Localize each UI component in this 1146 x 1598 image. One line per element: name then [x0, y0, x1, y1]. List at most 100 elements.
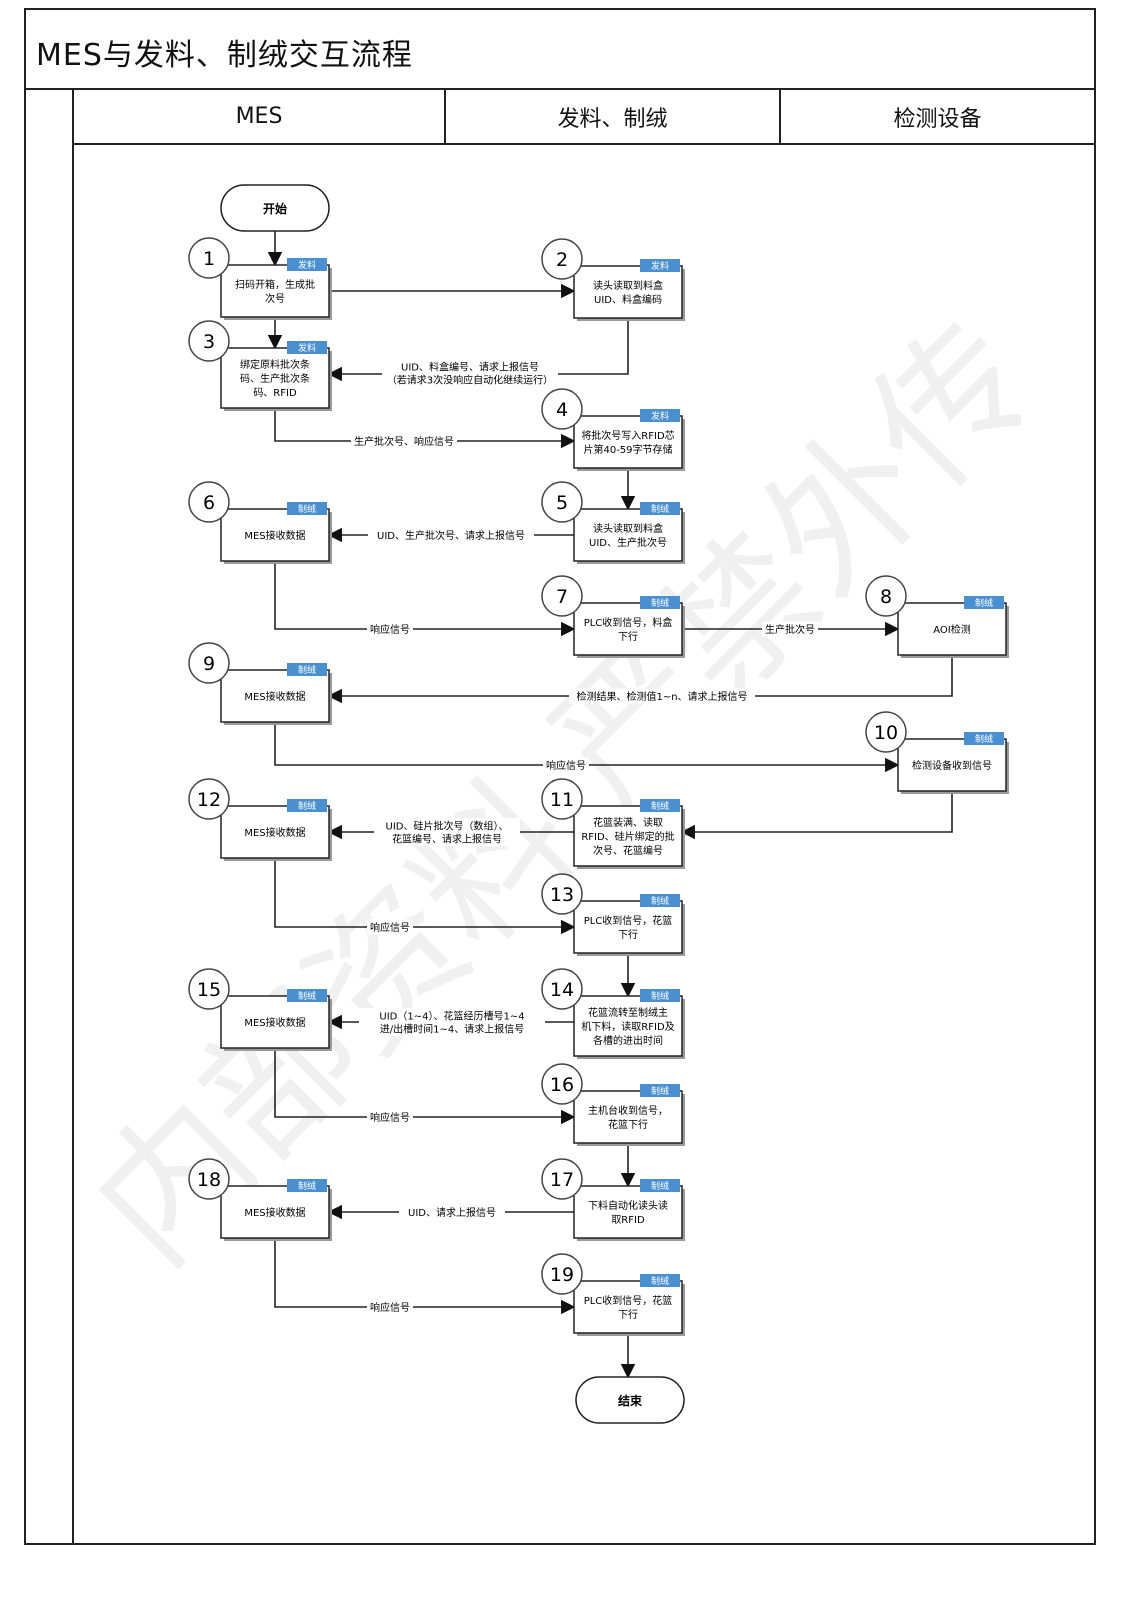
connector-text: 响应信号: [370, 623, 410, 636]
connector-label-c11to12: UID、硅片批次号（数组）、花篮编号、请求上报信号: [374, 818, 520, 846]
arrow-18-19: [274, 1238, 576, 1315]
connector-text: （若请求3次没响应自动化继续运行）: [387, 374, 553, 387]
step-text: 将批次号写入RFID芯: [581, 429, 674, 442]
step-tag-label: 发料: [651, 410, 669, 422]
connector-text: 进/出槽时间1~4、请求上报信号: [380, 1023, 524, 1036]
connector-label-c8to9: 检测结果、检测值1~n、请求上报信号: [569, 688, 755, 704]
connector-text: 响应信号: [370, 1111, 410, 1124]
step-text: 次号、花篮编号: [593, 844, 663, 857]
step-text: PLC收到信号，花篮: [584, 1294, 673, 1307]
step-tag-label: 制绒: [975, 733, 993, 745]
step-number-circle: [541, 1063, 583, 1105]
step-text: 各槽的进出时间: [593, 1034, 663, 1047]
step-number: 14: [550, 979, 574, 1001]
step-tag-badge: [640, 596, 680, 609]
connector-text: 响应信号: [546, 759, 586, 772]
step-number: 1: [203, 248, 215, 270]
step-text: 下行: [618, 928, 638, 941]
step-tag-label: 发料: [298, 259, 316, 271]
step-number-circle: [541, 388, 583, 430]
step-tag-label: 制绒: [298, 1180, 316, 1192]
step-number: 5: [556, 492, 568, 514]
connector-label-c18to19: 响应信号: [367, 1299, 413, 1315]
step-number-circle: [541, 575, 583, 617]
step-number-circle: [541, 481, 583, 523]
step-text: MES接收数据: [244, 690, 305, 703]
arrow-15-16: [274, 1048, 576, 1125]
step-tag-label: 制绒: [651, 990, 669, 1002]
step-text: 花篮流转至制绒主: [588, 1006, 668, 1019]
step-text: 花篮下行: [608, 1118, 648, 1131]
step-text: AOI检测: [933, 623, 971, 636]
arrow-10-11: [680, 791, 953, 840]
step-number-circle: [188, 778, 230, 820]
step-tag-badge: [640, 1274, 680, 1287]
step-tag-badge: [287, 258, 327, 271]
step-number-circle: [541, 968, 583, 1010]
page-title: MES与发料、制绒交互流程: [36, 38, 413, 73]
lane-header-feeding-texturing: 发料、制绒: [446, 90, 781, 145]
step-tag-label: 发料: [651, 260, 669, 272]
connector-label-c6to7: 响应信号: [367, 621, 413, 637]
step-text: MES接收数据: [244, 1206, 305, 1219]
connector-text: 生产批次号、响应信号: [354, 435, 454, 448]
step-tag-badge: [287, 989, 327, 1002]
step-tag-badge: [287, 502, 327, 515]
step-tag-label: 制绒: [651, 503, 669, 515]
step-number: 8: [880, 586, 892, 608]
connector-label-c7to8: 生产批次号: [762, 621, 818, 637]
step-text: 绑定原料批次条: [240, 358, 310, 371]
step-text: UID、料盒编码: [594, 293, 662, 306]
lane-header-mes: MES: [74, 90, 446, 145]
step-number: 3: [203, 331, 215, 353]
step-number: 13: [550, 884, 574, 906]
step-number: 10: [874, 722, 898, 744]
connector-text: UID、生产批次号、请求上报信号: [377, 529, 525, 542]
arrow-9-10: [274, 722, 900, 773]
step-text: 机下料，读取RFID及: [581, 1020, 674, 1033]
connector-labels: UID、料盒编号、请求上报信号（若请求3次没响应自动化继续运行）生产批次号、响应…: [351, 359, 818, 1315]
step-text: 片第40-59字节存储: [583, 443, 672, 456]
step-tag-badge: [640, 502, 680, 515]
arrow-3-4: [274, 408, 576, 449]
process-nodes: 开始结束发料1扫码开箱，生成批次号发料2读头读取到料盒UID、料盒编码发料3绑定…: [188, 184, 1009, 1424]
step-number: 18: [197, 1169, 221, 1191]
step-number-circle: [541, 1158, 583, 1200]
step-text: MES接收数据: [244, 1016, 305, 1029]
step-number: 12: [197, 789, 221, 811]
step-number-circle: [541, 1253, 583, 1295]
step-number-circle: [188, 1158, 230, 1200]
step-text: 下料自动化读头读: [588, 1199, 668, 1212]
step-tag-badge: [640, 259, 680, 272]
connector-label-c3to4: 生产批次号、响应信号: [351, 433, 457, 449]
step-number-circle: [865, 711, 907, 753]
step-tag-label: 制绒: [975, 597, 993, 609]
connector-text: 响应信号: [370, 1301, 410, 1314]
step-tag-label: 制绒: [298, 800, 316, 812]
connector-label-c5to6: UID、生产批次号、请求上报信号: [368, 527, 534, 543]
step-number: 11: [550, 789, 574, 811]
step-tag-label: 制绒: [298, 503, 316, 515]
step-number: 7: [556, 586, 568, 608]
step-text: MES接收数据: [244, 826, 305, 839]
lane-header-inspection-equipment: 检测设备: [781, 90, 1094, 145]
step-text: 读头读取到料盒: [593, 522, 663, 535]
connector-text: UID（1~4）、花篮经历槽号1~4: [379, 1010, 524, 1023]
step-tag-label: 制绒: [651, 1275, 669, 1287]
step-text: RFID、硅片绑定的批: [581, 830, 674, 843]
step-tag-badge: [640, 989, 680, 1002]
step-tag-label: 制绒: [651, 597, 669, 609]
connector-label-c14to15: UID（1~4）、花篮经历槽号1~4进/出槽时间1~4、请求上报信号: [359, 1008, 545, 1036]
step-number: 6: [203, 492, 215, 514]
step-text: MES接收数据: [244, 529, 305, 542]
